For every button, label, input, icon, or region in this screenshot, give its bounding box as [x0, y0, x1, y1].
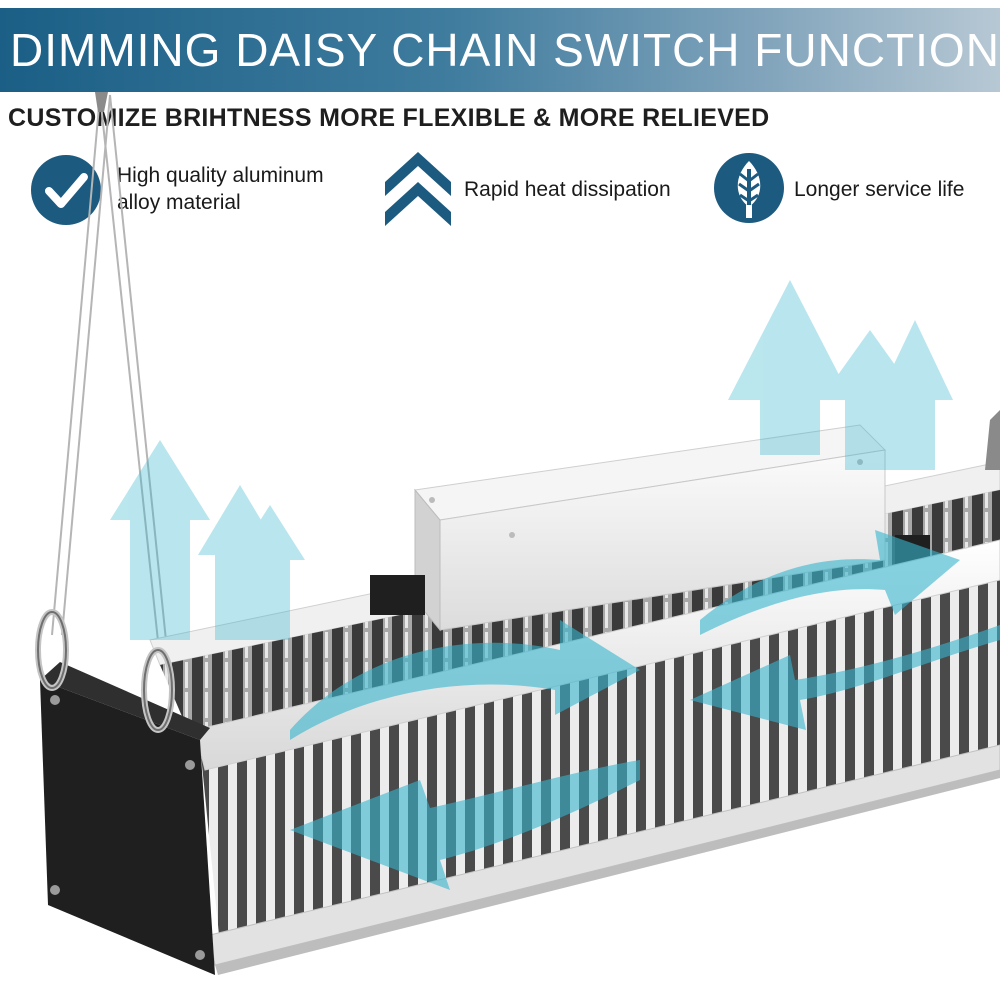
feature-aluminum-line1: High quality aluminum — [117, 164, 324, 187]
airflow-side-arrows — [290, 530, 1000, 890]
checkmark-circle-icon — [31, 155, 101, 225]
title-banner: DIMMING DAISY CHAIN SWITCH FUNCTION — [0, 8, 1000, 92]
hanging-cables — [51, 94, 169, 661]
heat-dissipation-chevrons-icon — [385, 152, 451, 226]
feature-aluminum-line2: alloy material — [117, 191, 241, 214]
feature-heat: Rapid heat dissipation — [380, 150, 710, 230]
feature-aluminum-text: High quality aluminum alloy material — [117, 162, 324, 216]
feature-service-life-text: Longer service life — [794, 178, 965, 201]
airflow-up-arrows — [110, 280, 953, 640]
feature-aluminum: High quality aluminum alloy material — [0, 150, 360, 230]
driver-box — [370, 424, 930, 632]
page-title: DIMMING DAISY CHAIN SWITCH FUNCTION — [10, 24, 1000, 76]
tree-leaf-circle-icon — [714, 153, 784, 223]
feature-heat-text: Rapid heat dissipation — [464, 178, 671, 201]
feature-service-life: Longer service life — [710, 150, 1000, 230]
subtitle: CUSTOMIZE BRIHTNESS MORE FLEXIBLE & MORE… — [8, 104, 770, 132]
